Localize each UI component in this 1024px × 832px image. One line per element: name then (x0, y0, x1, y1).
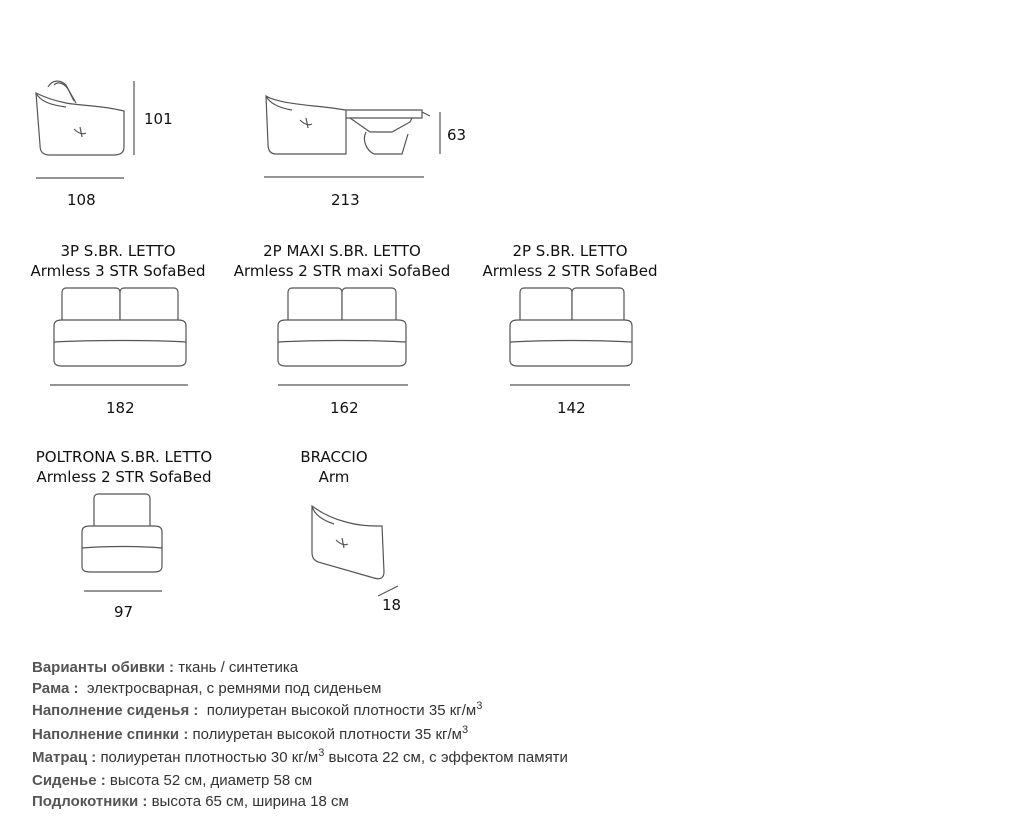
spec-value: полиуретан плотностью 30 кг/м (100, 749, 319, 766)
module-name: Armless 3 STR SofaBed (30, 262, 206, 280)
spec-label: Сиденье : (32, 772, 106, 789)
module-code: 2P S.BR. LETTO (512, 242, 628, 260)
spec-armrests: Подлокотники : высота 65 см, ширина 18 с… (32, 793, 349, 810)
sofabed-width-label: 213 (331, 191, 360, 209)
module-code: BRACCIO (300, 448, 368, 466)
module-2p-maxi-title: 2P MAXI S.BR. LETTO Armless 2 STR maxi S… (226, 241, 458, 281)
module-name: Armless 2 STR maxi SofaBed (233, 262, 451, 280)
sofabed-open-side-view (264, 94, 441, 178)
spec-label: Варианты обивки : (32, 659, 175, 676)
spec-label: Наполнение спинки : (32, 726, 189, 743)
spec-superscript: 3 (318, 747, 325, 759)
module-3p-width: 182 (106, 399, 135, 417)
spec-seat: Сиденье : высота 52 см, диаметр 58 см (32, 772, 312, 789)
module-name: Armless 2 STR SofaBed (36, 468, 212, 486)
module-3p-title: 3P S.BR. LETTO Armless 3 STR SofaBed (18, 241, 218, 281)
spec-value: полиуретан высокой плотности 35 кг/м (192, 726, 463, 743)
spec-label: Матрац : (32, 749, 97, 766)
module-2p-width: 142 (557, 399, 586, 417)
armchair-height-label: 101 (144, 110, 173, 128)
module-code: 3P S.BR. LETTO (60, 242, 176, 260)
spec-seat-filling: Наполнение сиденья : полиуретан высокой … (32, 700, 482, 719)
arm-width-label: 18 (382, 596, 402, 614)
spec-value-tail: высота 22 см, с эффектом памяти (324, 749, 568, 766)
module-name: Armless 2 STR SofaBed (482, 262, 658, 280)
module-3p-front-view (50, 287, 188, 386)
module-poltrona-front-view (81, 493, 163, 592)
spec-value: электросварная, с ремнями под сиденьем (86, 680, 382, 697)
module-poltrona-width: 97 (114, 603, 134, 621)
spec-frame: Рама : электросварная, с ремнями под сид… (32, 680, 381, 697)
spec-label: Наполнение сиденья : (32, 702, 199, 719)
sofabed-height-label: 63 (447, 126, 467, 144)
armchair-side-view (35, 80, 135, 179)
spec-value: высота 65 см, ширина 18 см (151, 793, 349, 810)
module-2p-maxi-width: 162 (330, 399, 359, 417)
spec-upholstery: Варианты обивки : ткань / синтетика (32, 659, 298, 676)
spec-value: ткань / синтетика (178, 659, 299, 676)
module-braccio-title: BRACCIO Arm (284, 447, 384, 487)
spec-back-filling: Наполнение спинки : полиуретан высокой п… (32, 724, 468, 743)
module-2p-title: 2P S.BR. LETTO Armless 2 STR SofaBed (470, 241, 670, 281)
spec-label: Подлокотники : (32, 793, 148, 810)
spec-superscript: 3 (476, 700, 483, 712)
module-code: 2P MAXI S.BR. LETTO (263, 242, 421, 260)
arm-side-view (311, 504, 399, 597)
module-poltrona-title: POLTRONA S.BR. LETTO Armless 2 STR SofaB… (24, 447, 224, 487)
spec-superscript: 3 (462, 724, 469, 736)
module-2p-front-view (509, 287, 633, 386)
module-code: POLTRONA S.BR. LETTO (35, 448, 213, 466)
module-2p-maxi-front-view (277, 287, 408, 386)
module-name: Arm (318, 468, 350, 486)
spec-label: Рама : (32, 680, 79, 697)
armchair-width-label: 108 (67, 191, 96, 209)
spec-value: высота 52 см, диаметр 58 см (109, 772, 313, 789)
spec-value: полиуретан высокой плотности 35 кг/м (206, 702, 477, 719)
spec-mattress: Матрац : полиуретан плотностью 30 кг/м3 … (32, 747, 568, 766)
